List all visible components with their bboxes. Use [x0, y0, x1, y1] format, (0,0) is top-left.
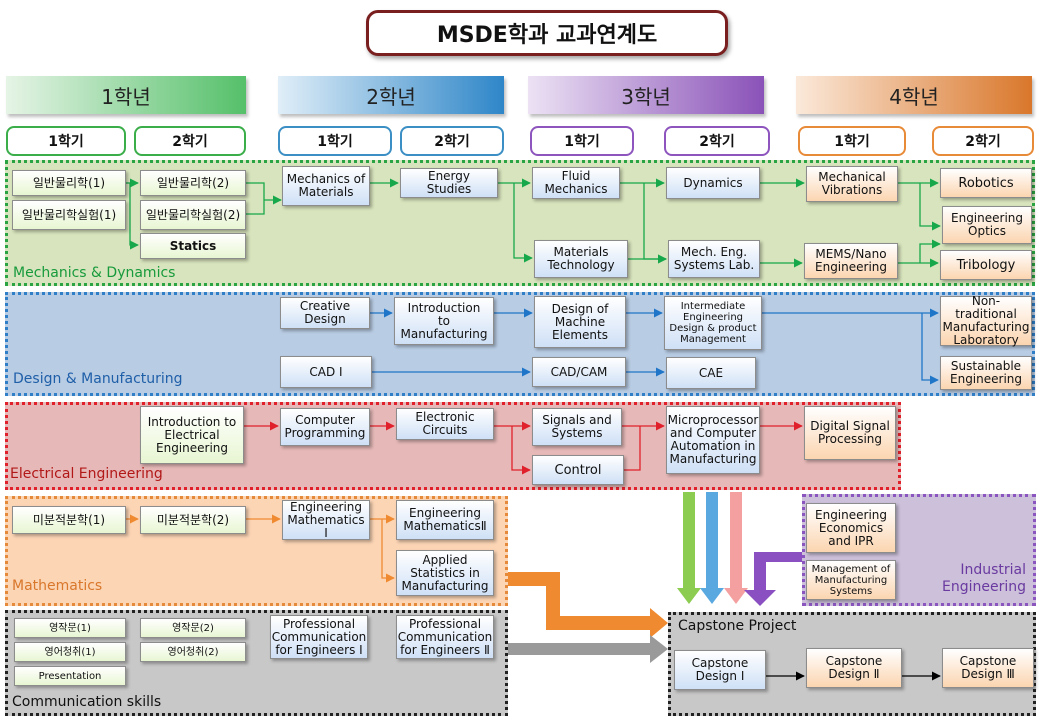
course-engineering-optics: Engineering Optics [942, 206, 1032, 244]
course-capstone-design-2: Capstone Design Ⅱ [806, 648, 902, 688]
course-intro-electrical-engineering: Introduction to Electrical Engineering [140, 406, 244, 464]
course-sustainable-engineering: Sustainable Engineering [940, 356, 1032, 390]
course-fluid-mechanics: Fluid Mechanics [532, 167, 620, 199]
course-robotics: Robotics [940, 168, 1032, 198]
course-english-composition-1: 영작문(1) [14, 618, 126, 638]
y1-semester-1: 1학기 [6, 126, 126, 156]
course-applied-statistics: Applied Statistics in Manufacturing [396, 550, 494, 596]
course-professional-communication-1: Professional Communication for Engineers… [270, 615, 368, 659]
course-english-listening-2: 영어청취(2) [140, 642, 246, 662]
course-intro-manufacturing: Introduction to Manufacturing [394, 297, 494, 345]
year-2-header: 2학년 [278, 76, 504, 114]
course-control: Control [532, 455, 624, 485]
y3-semester-1: 1학기 [530, 126, 634, 156]
course-physics-2: 일반물리학(2) [140, 170, 246, 196]
course-calculus-2: 미분적분학(2) [140, 506, 246, 534]
course-engineering-mathematics-2: Engineering MathematicsⅡ [396, 500, 494, 540]
course-physics-lab-2: 일반물리학실험(2) [140, 200, 246, 230]
y3-semester-2: 2학기 [664, 126, 770, 156]
course-materials-technology: Materials Technology [534, 240, 628, 278]
y4-semester-1: 1학기 [798, 126, 906, 156]
year-1-header: 1학년 [6, 76, 246, 114]
electrical-label: Electrical Engineering [10, 466, 163, 482]
design-label: Design & Manufacturing [13, 371, 183, 387]
course-management-manufacturing-systems: Management of Manufacturing Systems [806, 560, 896, 600]
y4-semester-2: 2학기 [932, 126, 1034, 156]
course-english-listening-1: 영어청취(1) [14, 642, 126, 662]
course-digital-signal-processing: Digital Signal Processing [804, 406, 896, 460]
communication-label: Communication skills [12, 694, 162, 710]
mathematics-label: Mathematics [12, 578, 103, 594]
course-engineering-economics-ipr: Engineering Economics and IPR [806, 503, 896, 553]
course-cae: CAE [666, 357, 756, 389]
course-physics-lab-1: 일반물리학실험(1) [12, 200, 126, 230]
industrial-label: Industrial Engineering [942, 562, 1026, 595]
course-tribology: Tribology [940, 250, 1032, 280]
year-4-header: 4학년 [796, 76, 1032, 114]
design-manufacturing-band [5, 292, 1035, 396]
course-microprocessor-automation: Microprocessor and Computer Automation i… [666, 406, 760, 474]
course-presentation: Presentation [14, 666, 126, 686]
course-professional-communication-2: Professional Communication for Engineers… [396, 615, 494, 659]
course-cad-cam: CAD/CAM [532, 357, 626, 387]
course-mech-eng-systems-lab: Mech. Eng. Systems Lab. [668, 240, 760, 278]
y2-semester-1: 1학기 [278, 126, 392, 156]
capstone-label: Capstone Project [678, 618, 797, 634]
mechanics-label: Mechanics & Dynamics [13, 265, 176, 281]
course-creative-design: Creative Design [280, 297, 370, 329]
course-mechanical-vibrations: Mechanical Vibrations [806, 166, 898, 202]
page-title: MSDE학과 교과연계도 [366, 10, 728, 56]
course-mems-nano-engineering: MEMS/Nano Engineering [804, 243, 898, 279]
course-english-composition-2: 영작문(2) [140, 618, 246, 638]
course-calculus-1: 미분적분학(1) [12, 506, 126, 534]
course-computer-programming: Computer Programming [280, 408, 370, 446]
course-statics: Statics [140, 233, 246, 259]
course-nontraditional-manufacturing-lab: Non-traditional Manufacturing Laboratory [940, 295, 1032, 347]
y1-semester-2: 2학기 [134, 126, 246, 156]
course-energy-studies: Energy Studies [400, 168, 498, 198]
course-electronic-circuits: Electronic Circuits [396, 408, 494, 440]
course-engineering-mathematics-1: Engineering Mathematics Ⅰ [282, 500, 370, 540]
course-physics-1: 일반물리학(1) [12, 170, 126, 196]
course-capstone-design-1: Capstone Design Ⅰ [674, 650, 766, 690]
course-mechanics-of-materials: Mechanics of Materials [282, 166, 370, 206]
course-signals-and-systems: Signals and Systems [532, 408, 622, 446]
course-capstone-design-3: Capstone Design Ⅲ [942, 648, 1034, 688]
year-3-header: 3학년 [528, 76, 764, 114]
course-cad-1: CAD Ⅰ [280, 356, 372, 388]
course-dynamics: Dynamics [666, 167, 760, 199]
course-design-of-machine-elements: Design of Machine Elements [534, 296, 626, 348]
y2-semester-2: 2학기 [400, 126, 504, 156]
course-intermediate-engineering-design: Intermediate Engineering Design & produc… [664, 296, 762, 350]
